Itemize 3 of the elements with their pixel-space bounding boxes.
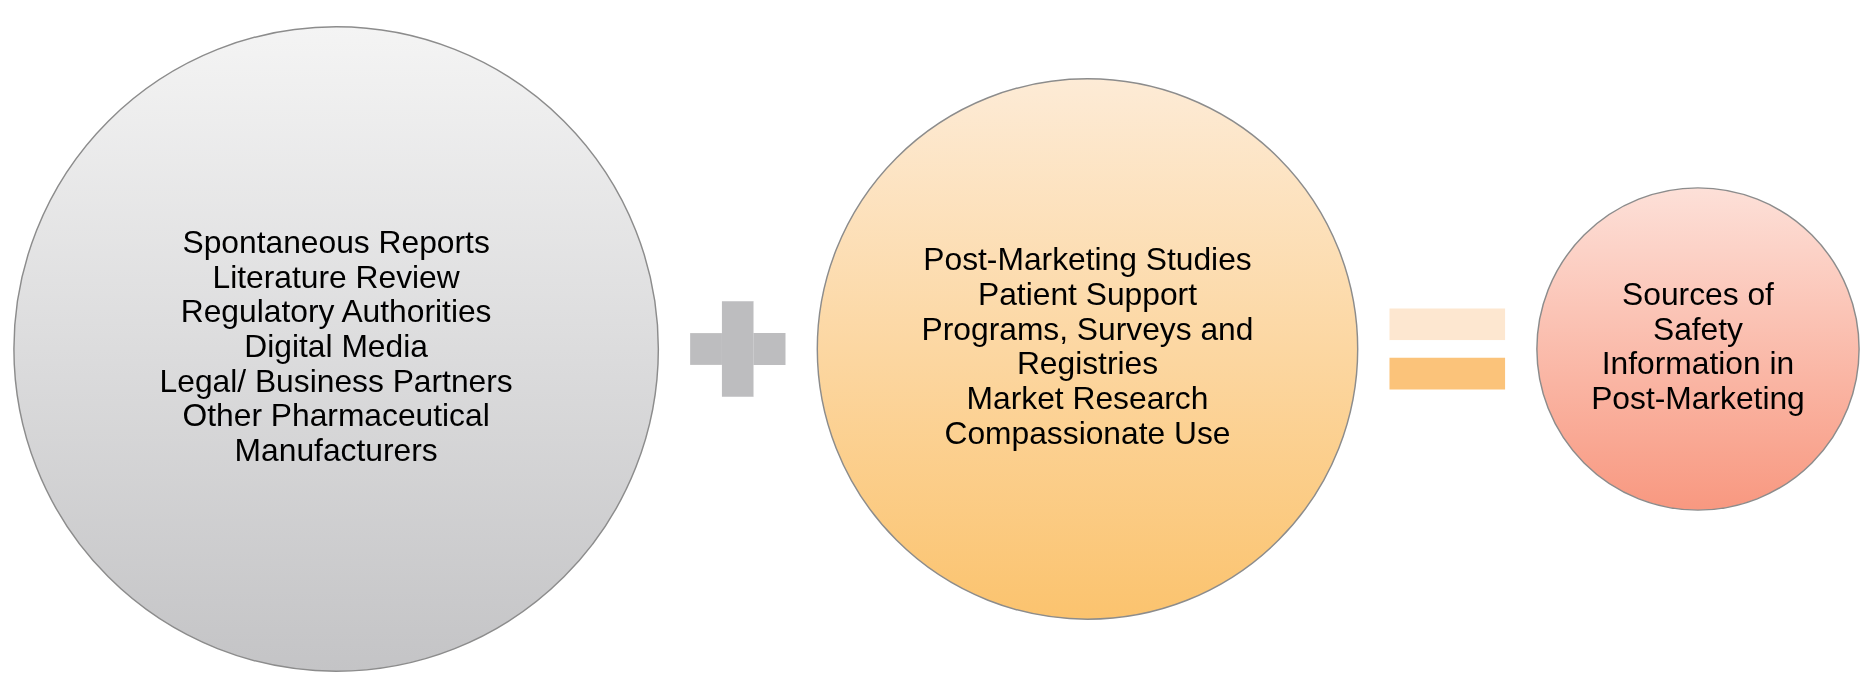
node-circle: Sources of Safety Information in Post-Marketing — [1536, 187, 1860, 511]
node-circle: Spontaneous Reports Literature Review Regulatory Authorities Digital Media Legal/ Business Partners Other Pharmaceutical Manufacturers — [13, 26, 660, 672]
node-circle: Post-Marketing Studies Patient Support Programs, Surveys and Registries Market Research Compassionate Use — [816, 78, 1359, 620]
